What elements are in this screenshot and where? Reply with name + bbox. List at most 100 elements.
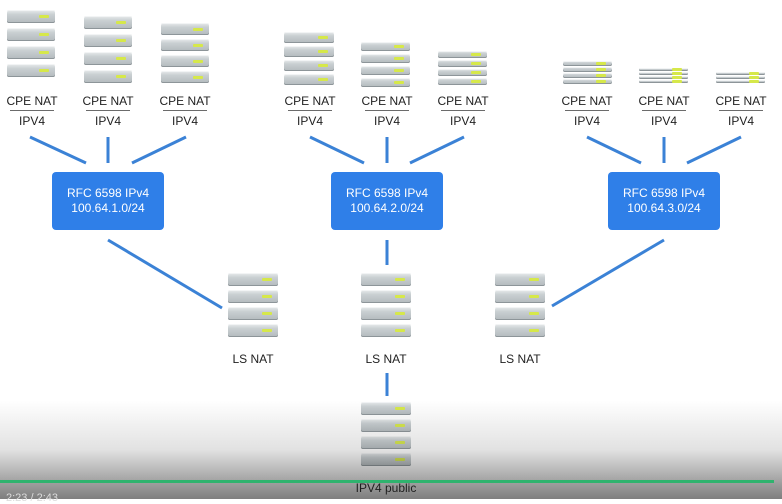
- server-unit: [7, 64, 55, 77]
- server-unit: [716, 72, 765, 75]
- video-progress-bar[interactable]: [0, 480, 775, 483]
- server-led: [596, 68, 606, 71]
- server-rack-icon: [495, 273, 545, 337]
- server-unit: [361, 66, 410, 75]
- ls-nat-label-2: LS NAT: [365, 352, 407, 366]
- server-led: [672, 68, 682, 71]
- server-led: [596, 80, 606, 83]
- server-led: [318, 78, 328, 81]
- cpe-protocol-label: IPV4: [449, 114, 477, 128]
- cpe-nat-label: CPE NAT: [715, 94, 767, 108]
- server-led: [39, 15, 49, 18]
- video-time: 2:23 / 2:43: [6, 492, 58, 504]
- server-rack-icon: [639, 68, 688, 83]
- server-unit: [361, 54, 410, 63]
- server-unit: [7, 10, 55, 23]
- server-led: [39, 33, 49, 36]
- server-unit: [161, 55, 209, 67]
- server-unit: [495, 290, 545, 303]
- cpe-nat-label: CPE NAT: [6, 94, 58, 108]
- server-unit: [438, 51, 487, 58]
- server-led: [193, 76, 203, 79]
- server-unit: [438, 69, 487, 76]
- server-rack-icon: [716, 72, 765, 83]
- server-led: [749, 72, 759, 75]
- server-led: [395, 278, 405, 281]
- cpe-divider: [288, 110, 332, 111]
- server-led: [672, 80, 682, 83]
- server-rack-icon: [361, 402, 411, 466]
- cpe-nat-label: CPE NAT: [561, 94, 613, 108]
- rfc-subnet: 100.64.3.0/24: [627, 201, 701, 215]
- server-unit: [438, 60, 487, 67]
- rfc-box-2: RFC 6598 IPv4 100.64.2.0/24: [331, 172, 443, 230]
- server-led: [193, 28, 203, 31]
- server-unit: [84, 70, 132, 83]
- cpe-protocol-label: IPV4: [296, 114, 324, 128]
- server-led: [395, 458, 405, 461]
- server-led: [395, 424, 405, 427]
- server-led: [596, 74, 606, 77]
- cpe-divider: [565, 110, 609, 111]
- server-led: [471, 53, 481, 56]
- server-rack-icon: [438, 51, 487, 85]
- server-unit: [639, 76, 688, 79]
- server-unit: [284, 32, 334, 43]
- server-unit: [161, 39, 209, 51]
- server-unit: [84, 34, 132, 47]
- server-unit: [361, 436, 411, 449]
- server-unit: [563, 61, 612, 66]
- server-led: [395, 312, 405, 315]
- server-unit: [361, 42, 410, 51]
- server-led: [262, 312, 272, 315]
- server-led: [529, 295, 539, 298]
- cpe-nat-label: CPE NAT: [437, 94, 489, 108]
- cpe-protocol-label: IPV4: [650, 114, 678, 128]
- server-unit: [639, 80, 688, 83]
- cpe-protocol-label: IPV4: [373, 114, 401, 128]
- server-led: [749, 80, 759, 83]
- server-unit: [495, 307, 545, 320]
- server-unit: [361, 78, 410, 87]
- server-led: [529, 312, 539, 315]
- cpe-divider: [441, 110, 485, 111]
- server-unit: [284, 46, 334, 57]
- server-rack-icon: [84, 16, 132, 83]
- server-led: [116, 57, 126, 60]
- cpe-divider: [642, 110, 686, 111]
- server-unit: [161, 23, 209, 35]
- server-unit: [563, 73, 612, 78]
- server-led: [529, 329, 539, 332]
- server-unit: [639, 72, 688, 75]
- server-unit: [84, 52, 132, 65]
- server-unit: [495, 273, 545, 286]
- server-led: [262, 329, 272, 332]
- server-unit: [7, 46, 55, 59]
- server-led: [596, 62, 606, 65]
- server-unit: [284, 60, 334, 71]
- server-led: [116, 21, 126, 24]
- cpe-divider: [86, 110, 130, 111]
- cpe-nat-label: CPE NAT: [82, 94, 134, 108]
- server-led: [394, 45, 404, 48]
- connector-cpe-1c: [131, 135, 187, 165]
- rfc-subnet: 100.64.2.0/24: [350, 201, 424, 215]
- rfc-box-1: RFC 6598 IPv4 100.64.1.0/24: [52, 172, 164, 230]
- server-unit: [361, 324, 411, 337]
- server-led: [395, 441, 405, 444]
- cpe-protocol-label: IPV4: [573, 114, 601, 128]
- server-led: [395, 329, 405, 332]
- server-rack-icon: [563, 61, 612, 84]
- server-led: [193, 44, 203, 47]
- server-led: [116, 39, 126, 42]
- cpe-nat-label: CPE NAT: [284, 94, 336, 108]
- server-rack-icon: [161, 23, 209, 83]
- connector-cpe-2c: [409, 135, 465, 165]
- server-rack-icon: [7, 10, 55, 77]
- connector-cpe-2a: [309, 135, 365, 165]
- connector-cpe-3c: [686, 135, 742, 165]
- server-unit: [361, 419, 411, 432]
- server-led: [116, 75, 126, 78]
- connector-cpe-3a: [586, 135, 642, 165]
- cpe-divider: [10, 110, 54, 111]
